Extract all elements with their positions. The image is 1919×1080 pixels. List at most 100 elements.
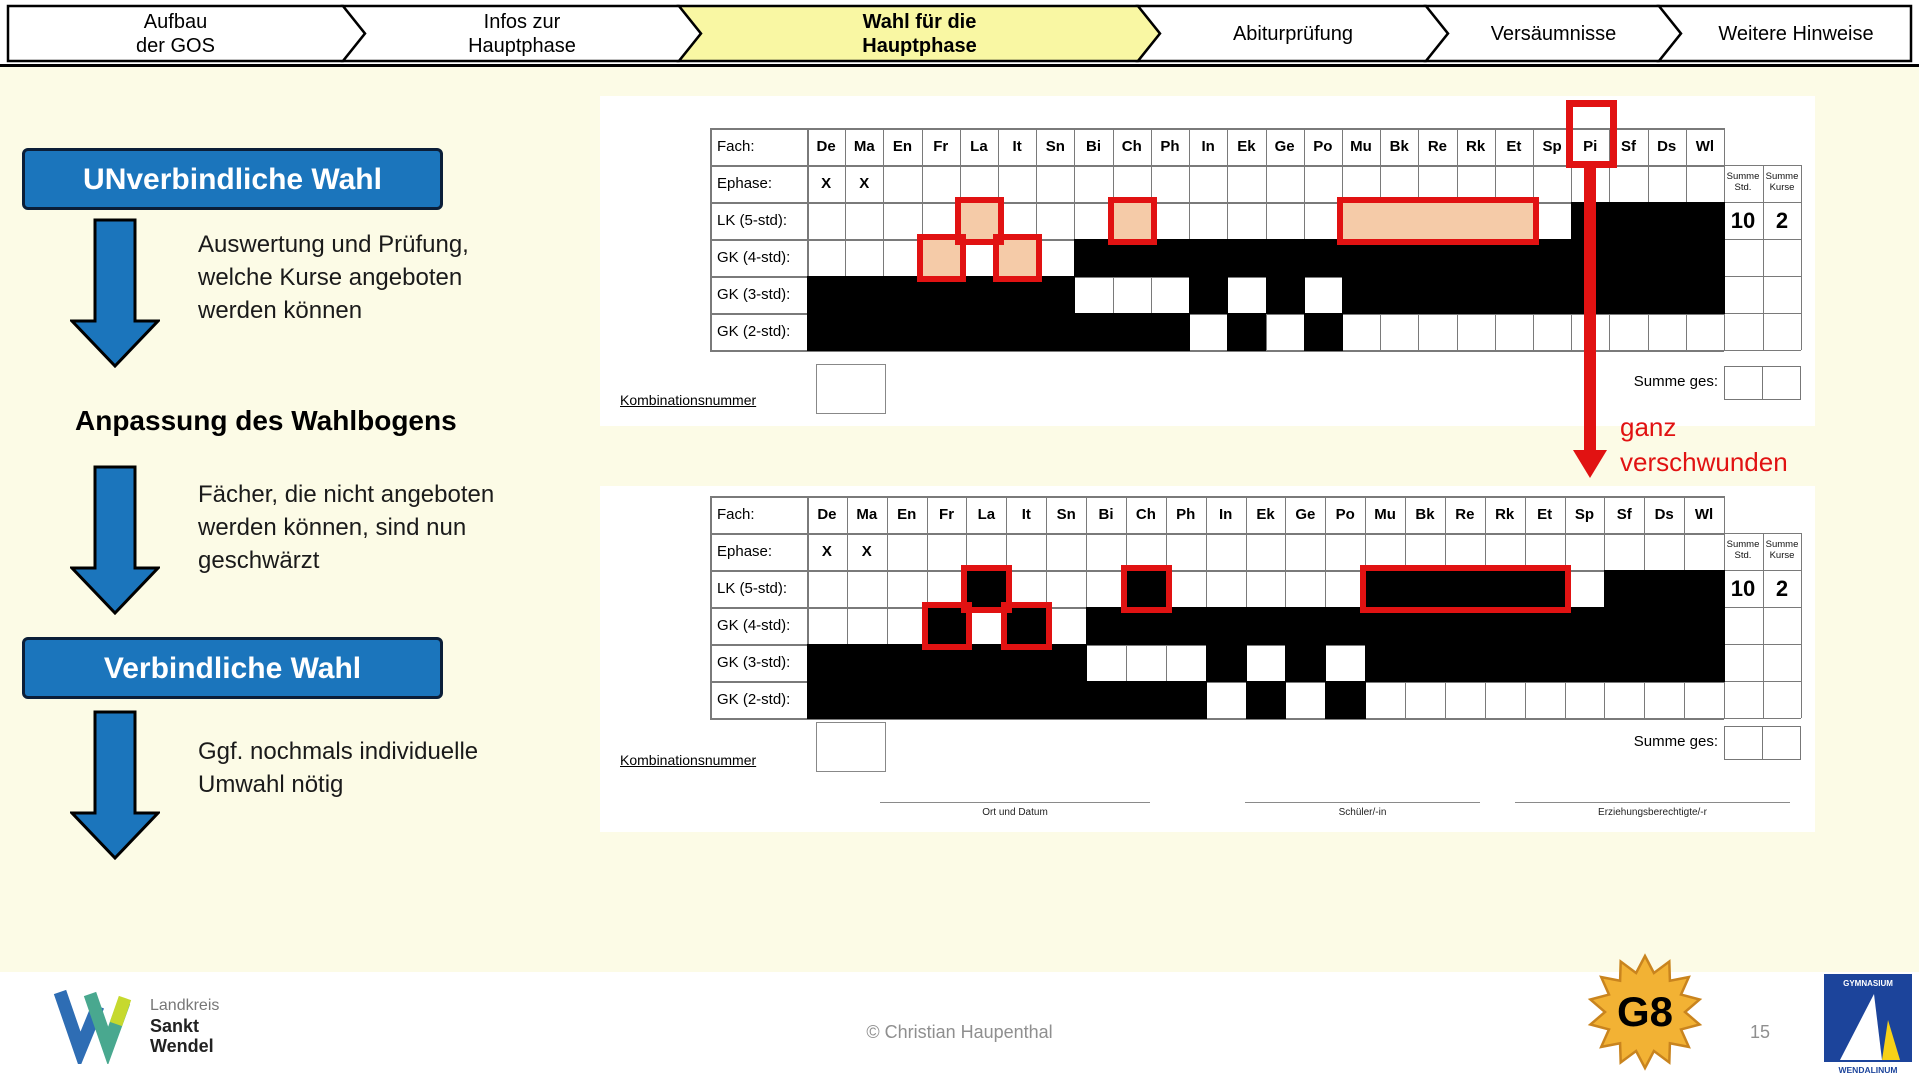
grid-line [710,496,712,718]
blackened-cells [1303,313,1343,351]
column-header-de: De [816,138,836,155]
nav-item-label: Weitere Hinweise [1718,22,1874,45]
ephase-x-mark: X [821,543,832,560]
step2-line: werden können, sind nun [198,514,467,541]
landkreis-logo-icon [53,989,132,1064]
red-highlight-border [916,234,966,282]
column-header-rk: Rk [1495,506,1515,523]
blackened-cells [1341,276,1725,314]
ephase-x-mark: X [859,175,870,192]
column-header-wl: Wl [1695,138,1715,155]
signature-label: Ort und Datum [982,807,1048,818]
highlighted-cells [959,202,1000,240]
column-header-sn: Sn [1056,506,1076,523]
pi-column-red-box [1566,100,1618,168]
blackened-cells [1227,313,1267,351]
column-header-de: De [817,506,837,523]
gymnasium-wendalinum-logo: GYMNASIUM WENDALINUM [1824,974,1912,1078]
column-header-po: Po [1335,506,1355,523]
landkreis-line: Sankt [150,1016,200,1036]
landkreis-wordmark: Landkreis Sankt Wendel [150,996,219,1056]
nav-chevron-6[interactable] [1656,4,1913,63]
row-label-lk5: LK (5-std): [717,580,788,597]
blackened-cells [807,313,1191,351]
nav-item-5[interactable]: Versäumnisse [1491,22,1617,46]
column-header-bk: Bk [1389,138,1409,155]
landkreis-line: Wendel [150,1036,214,1056]
blackened-cells [807,681,1207,719]
column-header-sf: Sf [1620,138,1636,155]
blackened-cells [1325,681,1367,719]
column-header-ch: Ch [1121,138,1142,155]
down-arrow-icon [70,218,160,368]
wendalinum-label: WENDALINUM [1838,1065,1897,1075]
grid-line [710,570,1724,572]
grid-line [710,165,1724,167]
column-header-ma: Ma [856,506,878,523]
blackened-cells [807,644,1088,682]
column-header-bi: Bi [1086,138,1102,155]
red-highlight-border [954,197,1005,245]
column-header-mu: Mu [1350,138,1372,155]
column-header-ph: Ph [1176,506,1196,523]
summe-std-value: 10 [1730,576,1756,601]
unverbindliche-wahl-box: UNverbindliche Wahl [22,148,443,210]
column-header-en: En [892,138,913,155]
nav-item-label: Hauptphase [468,34,576,57]
step3-line: Umwahl nötig [198,771,344,798]
gymnasium-label: GYMNASIUM [1843,979,1893,988]
kombinationsnummer-label: Kombinationsnummer [620,752,757,768]
kombinationsnummer-box [816,722,886,772]
step2-line: Fächer, die nicht angeboten [198,481,495,508]
summe-std-line: Std. [1734,550,1752,561]
summe-kurse-line: Kurse [1769,550,1795,561]
step2-text: Fächer, die nicht angeboten werden könne… [198,478,494,577]
column-header-ds: Ds [1657,138,1677,155]
nav-item-label: Wahl für die [862,10,977,33]
column-header-re: Re [1427,138,1448,155]
highlighted-cells [1006,607,1048,645]
grid-line [710,533,1724,535]
nav-item-label: Infos zur [483,10,561,33]
column-header-ph: Ph [1160,138,1180,155]
grid-line [1762,165,1764,350]
grid-line [846,496,848,718]
column-header-bi: Bi [1098,506,1114,523]
footer: Landkreis Sankt Wendel © Christian Haupe… [0,953,1919,1080]
ephase-x-mark: X [821,175,832,192]
column-header-mu: Mu [1374,506,1396,523]
blackened-cells [1571,202,1725,240]
nav-item-label: Versäumnisse [1490,22,1617,45]
blackened-cells [1189,276,1229,314]
grid-line [1724,718,1801,719]
column-header-fr: Fr [939,506,955,523]
step1-line: Auswertung und Prüfung, [198,231,469,258]
signature-label: Schüler/-in [1338,807,1387,818]
summe-ges-label: Summe ges: [1633,373,1718,390]
nav-item-label: der GOS [136,34,215,57]
column-header-sp: Sp [1574,506,1595,523]
blackened-cells [1245,681,1287,719]
kombinationsnummer-label: Kombinationsnummer [620,392,757,408]
nav-item-4[interactable]: Abiturprüfung [1233,22,1353,46]
summe-std-line: Summe [1726,171,1760,182]
anpassung-heading: Anpassung des Wahlbogens [75,405,457,436]
nav-item-6[interactable]: Weitere Hinweise [1718,22,1873,46]
signature-line [1245,802,1480,803]
summe-std-line: Summe [1726,539,1760,550]
column-header-wl: Wl [1694,506,1714,523]
blackened-cells [1604,570,1725,608]
summe-std-line: Std. [1734,182,1752,193]
row-label-gk2: GK (2-std): [717,323,791,340]
grid-line [1801,165,1802,350]
column-header-ds: Ds [1654,506,1674,523]
summe-kurse-value: 2 [1775,208,1789,233]
